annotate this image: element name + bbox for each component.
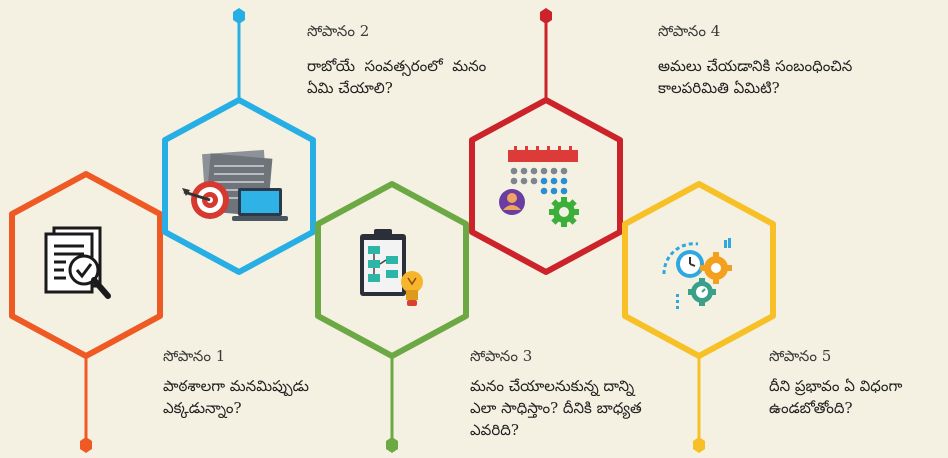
step-1-line-1: పాఠశాలగా మనమిప్పుడు bbox=[163, 377, 309, 395]
step-4-line-1: అమలు చేయడానికి సంబంధించిన bbox=[658, 57, 853, 75]
step-4-line-2: కాలపరిమితి ఏమిటి? bbox=[658, 79, 780, 97]
step-2-line-1: రాబోయే సంవత్సరంలో మనం bbox=[307, 57, 487, 75]
clock-gears-icon bbox=[662, 238, 732, 309]
hexagon-step-3 bbox=[315, 181, 469, 359]
target-laptop-icon bbox=[182, 149, 288, 221]
step-3-description: మనం చేయాలనుకున్న దాన్ని ఎలా సాధిస్తాం? ద… bbox=[470, 375, 710, 441]
clipboard-flowchart-lightbulb-icon bbox=[360, 229, 423, 306]
step-4-label: సోపానం 4 bbox=[658, 22, 721, 40]
hexagon-step-1 bbox=[9, 171, 163, 359]
step-3-line-2: ఎలా సాధిస్తాం? దీనికి బాధ్యత bbox=[470, 399, 642, 417]
step-5-line-1: దీని ప్రభావం ఏ విధంగా bbox=[769, 377, 903, 395]
calendar-person-gear-icon bbox=[499, 146, 579, 227]
document-magnifier-check-icon bbox=[44, 226, 111, 299]
step-3-line-3: ఎవరిది? bbox=[470, 421, 519, 439]
hexagon-step-2 bbox=[162, 97, 316, 275]
step-3-label: సోపానం 3 bbox=[470, 347, 533, 365]
step-5-description: దీని ప్రభావం ఏ విధంగా ఉండబోతోంది? bbox=[769, 375, 944, 419]
step-1-label: సోపానం 1 bbox=[163, 347, 226, 365]
step-5-line-2: ఉండబోతోంది? bbox=[769, 399, 853, 417]
step-5-label: సోపానం 5 bbox=[769, 347, 832, 365]
marker-dot-1 bbox=[80, 437, 92, 453]
step-1-line-2: ఎక్కడున్నాం? bbox=[163, 399, 242, 417]
hexagon-step-4 bbox=[469, 97, 623, 275]
step-1-description: పాఠశాలగా మనమిప్పుడు ఎక్కడున్నాం? bbox=[163, 375, 363, 419]
step-2-description: రాబోయే సంవత్సరంలో మనం ఏమి చేయాలి? bbox=[307, 55, 567, 99]
step-2-label: సోపానం 2 bbox=[307, 22, 370, 40]
marker-dot-2 bbox=[233, 8, 245, 24]
step-4-description: అమలు చేయడానికి సంబంధించిన కాలపరిమితి ఏమి… bbox=[658, 55, 938, 99]
marker-dot-5 bbox=[693, 437, 705, 453]
marker-dot-4 bbox=[540, 8, 552, 24]
step-3-line-1: మనం చేయాలనుకున్న దాన్ని bbox=[470, 377, 635, 395]
marker-dot-3 bbox=[386, 437, 398, 453]
step-2-line-2: ఏమి చేయాలి? bbox=[307, 79, 393, 97]
hexagon-step-5 bbox=[622, 181, 776, 359]
